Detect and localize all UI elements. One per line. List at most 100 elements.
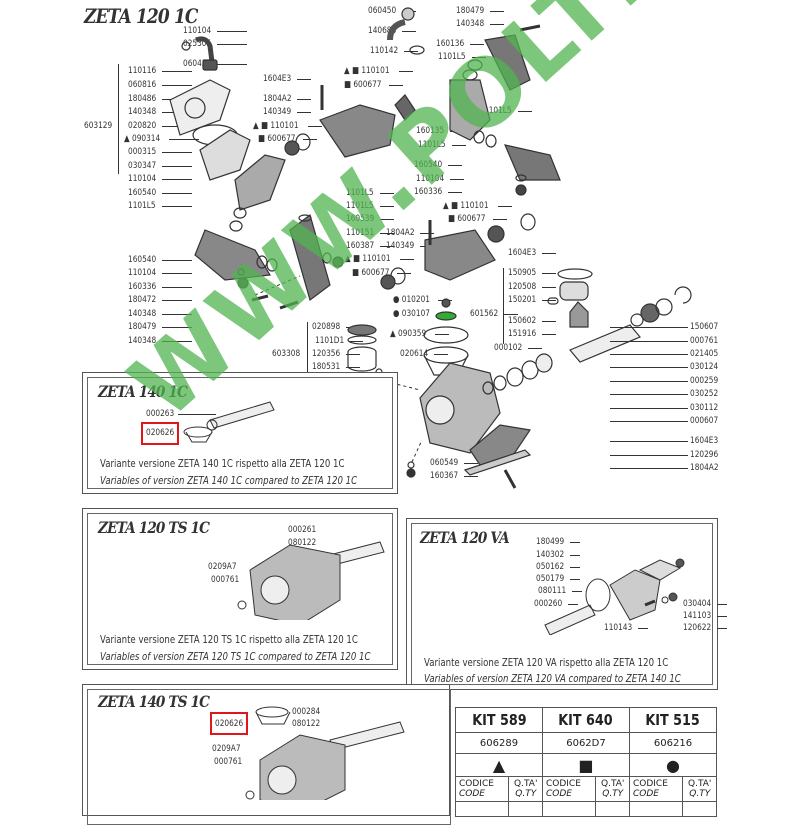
leader-line — [162, 341, 193, 342]
leader-line — [570, 542, 581, 543]
leader-line — [464, 463, 479, 464]
part-label-highlighted: 020626 — [215, 719, 244, 729]
leader-line — [297, 99, 312, 100]
leader-line — [610, 441, 688, 442]
kit-code: 6062D7 — [541, 732, 630, 754]
variant-title-140-1c: ZETA 140 1C — [98, 382, 188, 401]
part-label: 020820 — [128, 121, 157, 131]
part-label: 151916 — [508, 329, 537, 339]
col-header-qty: Q.TA'Q.TY — [682, 776, 717, 802]
part-label: ● 030107 — [393, 309, 430, 319]
leader-line — [490, 11, 505, 12]
leader-line — [610, 327, 688, 328]
part-label: 140348 — [456, 19, 485, 29]
leader-line — [168, 139, 199, 140]
leader-line — [346, 367, 361, 368]
leader-line — [162, 85, 193, 86]
part-label: 080111 — [538, 586, 567, 596]
part-label: ▲ ■ 110101 — [344, 66, 390, 76]
part-label: 150201 — [508, 295, 537, 305]
part-label: 1804A2 — [263, 94, 292, 104]
ts-body-drawing — [237, 541, 385, 620]
kit-code: 606216 — [628, 732, 718, 754]
group-label-603129: 603129 — [84, 121, 113, 131]
leader-line — [498, 206, 512, 207]
caption-italian: Variante versione ZETA 120 TS 1C rispett… — [100, 633, 358, 646]
part-label: ■ 600677 — [258, 134, 296, 144]
leader-line — [542, 334, 557, 335]
part-label-highlighted: 020626 — [146, 428, 175, 438]
leader-line — [402, 31, 417, 32]
caption-english: Variables of version ZETA 120 TS 1C comp… — [100, 650, 371, 663]
part-label: 110104 — [128, 174, 157, 184]
main-title: ZETA 120 1C — [84, 4, 198, 28]
part-label: 000263 — [146, 409, 175, 419]
leader-line — [162, 314, 193, 315]
part-label: 110143 — [604, 623, 633, 633]
part-label: 110104 — [416, 174, 445, 184]
leader-line — [217, 44, 248, 45]
square-icon: ■ — [541, 753, 630, 777]
ts140-body-drawing — [245, 706, 405, 800]
leader-line — [308, 126, 322, 127]
kit-name: KIT 515 — [635, 707, 711, 733]
part-label: 1101L5 — [438, 52, 466, 62]
leader-line — [162, 152, 193, 153]
shaft-and-cap-drawing — [183, 401, 275, 443]
part-label: 020898 — [312, 322, 341, 332]
part-label: 000315 — [128, 147, 157, 157]
leader-line — [162, 193, 193, 194]
leader-line — [448, 192, 463, 193]
leader-line — [434, 334, 449, 335]
leader-line — [464, 476, 479, 477]
part-label: 0209A7 — [208, 562, 237, 572]
part-label: 050162 — [536, 562, 565, 572]
part-label: 120356 — [312, 349, 341, 359]
leader-line — [638, 628, 649, 629]
part-label: 0209A7 — [212, 744, 241, 754]
leader-line — [542, 321, 557, 322]
leader-line — [490, 24, 505, 25]
leader-line — [434, 354, 449, 355]
part-label: 030404 — [683, 599, 712, 609]
leader-line — [504, 314, 519, 315]
leader-line — [217, 31, 248, 32]
leader-line — [420, 233, 435, 234]
part-label: 110151 — [346, 228, 375, 238]
leader-line — [162, 71, 193, 72]
leader-line — [349, 341, 364, 342]
variant-box-zeta-140-1c — [82, 372, 398, 494]
leader-line — [178, 414, 216, 415]
caption-italian: Variante versione ZETA 120 VA rispetto a… — [424, 656, 669, 669]
part-label: ▲ 090314 — [124, 134, 161, 144]
leader-line — [452, 145, 467, 146]
leader-line — [400, 259, 414, 260]
part-label: 160540 — [128, 188, 157, 198]
part-label: 150905 — [508, 268, 537, 278]
circle-icon: ● — [628, 753, 718, 777]
part-label: ● 010201 — [393, 295, 430, 305]
part-label: 030112 — [690, 403, 719, 413]
part-label: 030252 — [690, 389, 719, 399]
kit-name: KIT 589 — [461, 707, 537, 733]
bracket-601562 — [503, 268, 504, 344]
part-label: 141103 — [683, 611, 712, 621]
triangle-icon: ▲ — [455, 753, 543, 777]
variant-title-120-va: ZETA 120 VA — [420, 528, 510, 547]
highlight-box — [141, 422, 179, 445]
part-label: 080122 — [292, 719, 321, 729]
leader-line — [162, 300, 193, 301]
part-label: 025305 — [183, 39, 212, 49]
part-label: 080122 — [288, 538, 317, 548]
part-label: 110116 — [128, 66, 157, 76]
part-label: 601562 — [470, 309, 499, 319]
part-label: 000761 — [690, 336, 719, 346]
part-label: 180531 — [312, 362, 341, 372]
part-label: 140688 — [368, 26, 397, 36]
part-label: ▲ ■ 110101 — [253, 121, 299, 131]
leader-line — [518, 111, 533, 112]
part-label: 1604E3 — [690, 436, 719, 446]
leader-line — [610, 408, 688, 409]
